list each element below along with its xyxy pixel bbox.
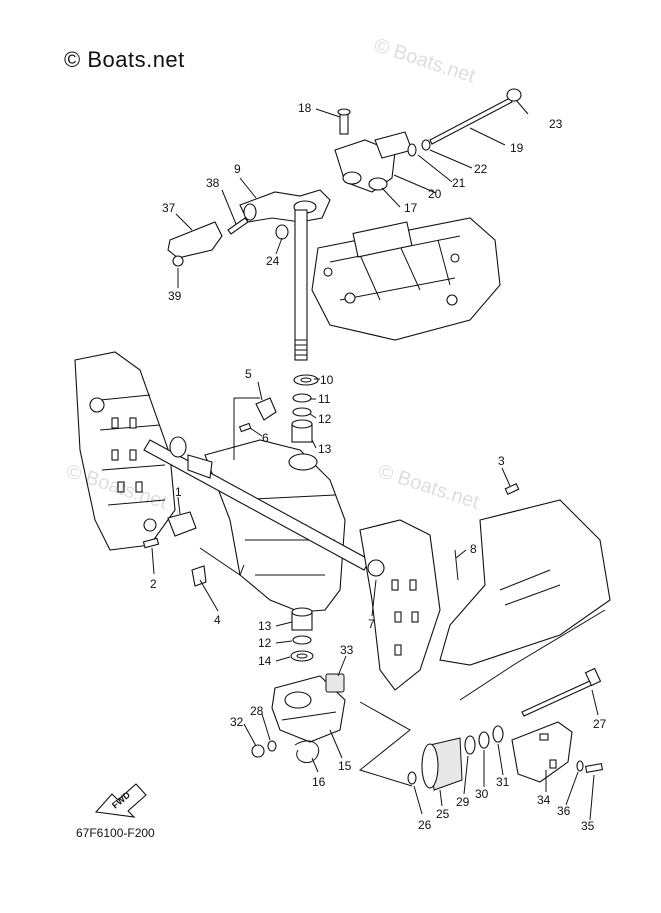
callout-32: 32: [230, 715, 244, 729]
nut-39: [172, 255, 184, 267]
callout-7: 7: [368, 617, 375, 631]
leader-lines: [151, 99, 606, 821]
callout-12-lower: 12: [258, 636, 272, 650]
callout-33: 33: [340, 643, 354, 657]
callout-13: 13: [318, 442, 332, 456]
callout-21: 21: [452, 176, 466, 190]
washer-30: [478, 731, 490, 749]
bolt-27: [521, 667, 602, 717]
bushing-13: [291, 419, 313, 443]
wire-8: [454, 549, 459, 581]
damper-33: [325, 673, 345, 693]
bolt-6: [238, 422, 252, 433]
bushing-13-lower: [291, 607, 313, 631]
bracket-1: [167, 511, 197, 537]
callout-14: 14: [258, 654, 272, 668]
callout-34: 34: [537, 793, 551, 807]
clip-4: [191, 565, 207, 587]
washer-31: [492, 725, 504, 743]
callout-11: 11: [318, 392, 331, 406]
ring-12-lower: [292, 635, 312, 645]
lower-case-outline: [439, 499, 611, 666]
callout-17: 17: [404, 201, 418, 215]
callout-36: 36: [557, 804, 571, 818]
callout-1: 1: [175, 485, 182, 499]
callout-38: 38: [206, 176, 220, 190]
rod-19: [429, 97, 513, 145]
callout-6: 6: [262, 431, 269, 445]
callout-4: 4: [214, 613, 221, 627]
clip-16: [294, 740, 320, 763]
callout-labels: 1 2 3 4 5 6 7 8 9 10 11 12 13 14 15 16 1…: [150, 101, 607, 833]
nut-23: [506, 88, 522, 102]
callout-12: 12: [318, 412, 332, 426]
callout-39: 39: [168, 289, 182, 303]
bolt-35: [584, 763, 604, 773]
cover-34: [511, 721, 573, 783]
callout-37: 37: [162, 201, 176, 215]
washer-36: [576, 760, 584, 772]
washer-10: [293, 374, 319, 386]
steering-shaft: [294, 209, 308, 361]
callout-23: 23: [549, 117, 563, 131]
callout-13-lower: 13: [258, 619, 272, 633]
bolt-18: [337, 108, 351, 135]
callout-2: 2: [150, 577, 157, 591]
steering-bracket: [334, 131, 413, 193]
swivel-bracket: [204, 439, 346, 613]
callout-5: 5: [245, 367, 252, 381]
callout-19: 19: [510, 141, 524, 155]
ring-11: [292, 393, 312, 403]
callout-25: 25: [436, 807, 450, 821]
nut-24: [275, 224, 289, 240]
bracket-37: [167, 221, 223, 259]
bolt-3: [504, 483, 520, 495]
callout-35: 35: [581, 819, 595, 833]
callout-29: 29: [456, 795, 470, 809]
callout-30: 30: [475, 787, 489, 801]
mount-rubber-25: [421, 737, 463, 791]
lower-mount-housing: [271, 675, 346, 743]
left-clamp-bracket: [74, 351, 176, 551]
washer-21: [407, 143, 417, 157]
washer-26: [407, 771, 417, 785]
clip-28: [267, 740, 277, 752]
callout-15: 15: [338, 759, 352, 773]
copyright-notice: © Boats.net: [64, 47, 185, 72]
bolt-2: [142, 537, 160, 549]
diagram-code: 67F6100-F200: [76, 826, 155, 840]
callout-18: 18: [298, 101, 312, 115]
fwd-arrow-icon: [94, 783, 147, 818]
bolt-38: [227, 217, 249, 235]
callout-20: 20: [428, 187, 442, 201]
washer-22: [421, 139, 431, 151]
bottom-cowling-plate: [311, 217, 501, 341]
callout-9: 9: [234, 162, 241, 176]
washer-29: [464, 735, 476, 755]
callout-31: 31: [496, 775, 510, 789]
ring-12: [292, 407, 312, 417]
nut-32: [251, 744, 265, 758]
clip-5: [255, 397, 277, 421]
callout-24: 24: [266, 254, 280, 268]
callout-10: 10: [320, 373, 334, 387]
callout-28: 28: [250, 704, 264, 718]
callout-16: 16: [312, 775, 326, 789]
callout-22: 22: [474, 162, 488, 176]
right-clamp-bracket: [359, 519, 441, 691]
callout-27: 27: [593, 717, 607, 731]
washer-14: [290, 650, 314, 662]
bushing-left: [169, 436, 213, 479]
callout-3: 3: [498, 454, 505, 468]
callout-26: 26: [418, 818, 432, 832]
callout-8: 8: [470, 542, 477, 556]
